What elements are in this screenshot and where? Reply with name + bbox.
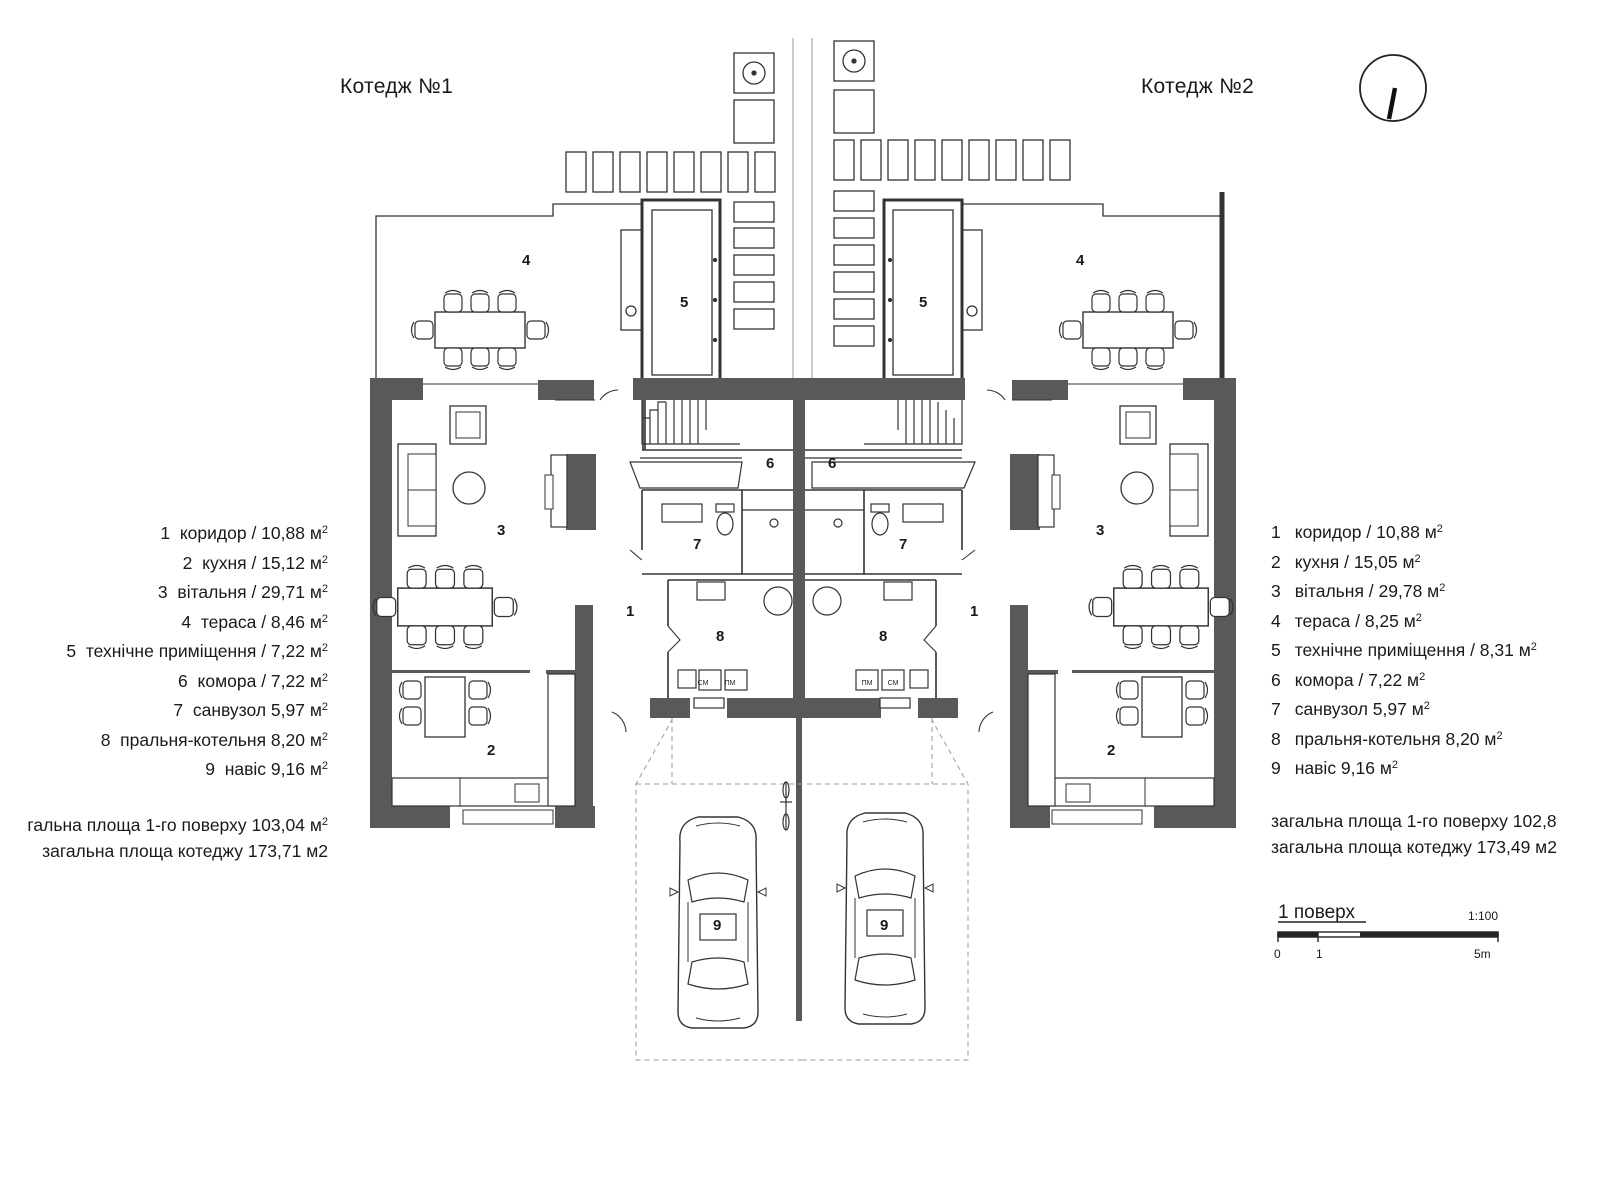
- legend-total-floor: гальна площа 1-го поверху 103,04 м2: [27, 814, 328, 835]
- room-labels: 4 5 6 3 7 1 8 2 9 4 5 6 3 7 1 8 2 9: [487, 252, 1115, 934]
- washer-label: СМ: [698, 680, 709, 687]
- carports: [635, 718, 969, 1061]
- room-label-9: 9: [880, 917, 888, 934]
- scale-tick-5: 5m: [1474, 947, 1491, 961]
- legend-item: 2 кухня / 15,12 м2: [182, 552, 328, 573]
- cottage-1-title: Котедж №1: [340, 75, 454, 98]
- terrace-cottage-2: [959, 192, 1225, 380]
- legend-item: 1 коридор / 10,88 м2: [160, 523, 328, 543]
- scale-tick-0: 0: [1274, 947, 1281, 961]
- tech-room-cottage-1: [640, 198, 722, 382]
- legend-cottage-2: 1 коридор / 10,88 м2 2 кухня / 15,05 м2 …: [1271, 516, 1557, 861]
- living-furniture-cottage-2: [1027, 405, 1233, 825]
- legend-total-cottage: загальна площа котеджу 173,49 м2: [1271, 837, 1557, 857]
- room-label-5: 5: [680, 294, 688, 311]
- scale-tick-1: 1: [1316, 947, 1323, 961]
- scale-ratio: 1:100: [1468, 909, 1498, 923]
- cottage-2-title: Котедж №2: [1141, 75, 1255, 98]
- interior-walls-cottage-1: [641, 449, 793, 698]
- legend-total-cottage: загальна площа котеджу 173,71 м2: [42, 841, 328, 861]
- room-label-6: 6: [766, 455, 774, 472]
- room-label-2: 2: [487, 742, 495, 759]
- room-label-9: 9: [713, 917, 721, 934]
- terrace-table-1: [412, 291, 549, 370]
- bath-laundry-cottage-2: [805, 503, 944, 709]
- legend-item: 8 пральня-котельня 8,20 м2: [1271, 728, 1503, 749]
- walls-cottage-1: [370, 378, 793, 828]
- living-furniture-cottage-1: [373, 405, 576, 825]
- terrace-table-2: [1060, 291, 1197, 370]
- room-label-1: 1: [626, 603, 634, 620]
- room-label-7: 7: [899, 536, 907, 553]
- legend-item: 3 вітальня / 29,71 м2: [157, 582, 328, 602]
- stairs-cottage-1: [629, 400, 743, 489]
- legend-total-floor: загальна площа 1-го поверху 102,8: [1271, 810, 1557, 831]
- room-label-1: 1: [970, 603, 978, 620]
- legend-item: 6 комора / 7,22 м2: [1271, 669, 1426, 690]
- legend-item: 8 пральня-котельня 8,20 м2: [100, 729, 328, 750]
- paving-cottage-2: [833, 40, 1071, 347]
- legend-item: 3 вітальня / 29,78 м2: [1271, 581, 1446, 601]
- legend-cottage-1: 1 коридор / 10,88 м2 2 кухня / 15,12 м2 …: [27, 517, 328, 865]
- dryer-label: ПМ: [725, 680, 736, 687]
- room-label-3: 3: [1096, 522, 1104, 539]
- room-label-8: 8: [879, 628, 887, 645]
- room-label-4: 4: [522, 252, 531, 269]
- floor-label: 1 поверх: [1278, 902, 1356, 923]
- north-arrow-icon: [1359, 54, 1427, 122]
- legend-item: 6 комора / 7,22 м2: [178, 670, 328, 691]
- bath-laundry-cottage-1: [661, 503, 793, 709]
- room-label-2: 2: [1107, 742, 1115, 759]
- tech-room-cottage-2: [882, 198, 964, 382]
- carport-divider: [796, 718, 802, 1021]
- legend-item: 9 навіс 9,16 м2: [1271, 758, 1399, 778]
- room-label-4: 4: [1076, 252, 1085, 269]
- interior-walls-cottage-2: [805, 449, 963, 698]
- stairs-cottage-2: [805, 400, 976, 489]
- legend-item: 7 санвузол 5,97 м2: [1271, 699, 1430, 719]
- legend-item: 4 тераса / 8,25 м2: [1271, 610, 1422, 631]
- legend-item: 2 кухня / 15,05 м2: [1271, 551, 1421, 572]
- scale-bar: 1 поверх 1:100 0 1 5m: [1274, 902, 1499, 961]
- room-label-5: 5: [919, 294, 927, 311]
- legend-item: 7 санвузол 5,97 м2: [173, 700, 328, 720]
- bicycle-icon: [780, 781, 792, 831]
- legend-item: 5 технічне приміщення / 8,31 м2: [1271, 640, 1537, 660]
- doors: [423, 383, 1183, 733]
- paving-cottage-1: [565, 52, 776, 330]
- legend-item: 9 навіс 9,16 м2: [205, 759, 328, 779]
- dryer-label: ПМ: [862, 680, 873, 687]
- washer-label: СМ: [888, 680, 899, 687]
- legend-item: 5 технічне приміщення / 7,22 м2: [66, 641, 328, 661]
- room-label-3: 3: [497, 522, 505, 539]
- room-label-8: 8: [716, 628, 724, 645]
- party-wall: [793, 378, 805, 718]
- legend-item: 4 тераса / 8,46 м2: [181, 611, 328, 632]
- legend-item: 1 коридор / 10,88 м2: [1271, 522, 1443, 542]
- room-label-6: 6: [828, 455, 836, 472]
- room-label-7: 7: [693, 536, 701, 553]
